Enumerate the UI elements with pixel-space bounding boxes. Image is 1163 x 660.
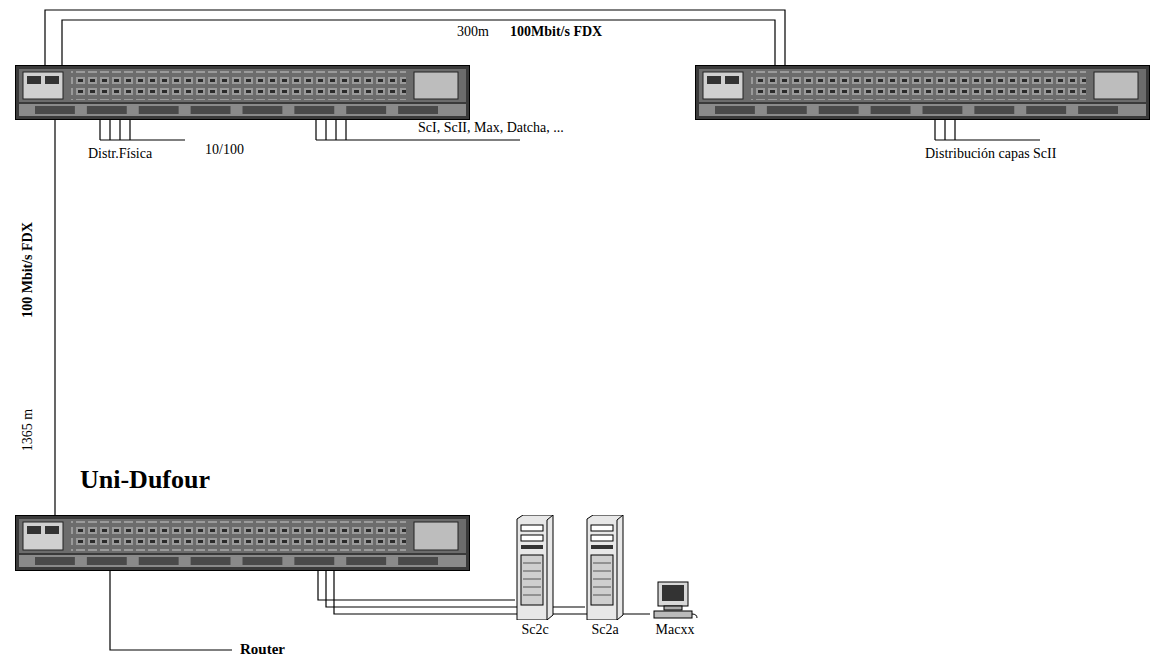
server: Sc2a (585, 515, 625, 638)
host-name: Sc2a (585, 622, 625, 638)
switch-illustration (695, 65, 1150, 120)
network-link (318, 571, 515, 600)
site-heading: Uni-Dufour (80, 465, 210, 495)
workstation: Macxx (650, 580, 700, 638)
server: Sc2c (515, 515, 555, 638)
router-wire (110, 571, 232, 650)
annotation-label: 100Mbit/s FDX (510, 24, 602, 40)
network-switch: Uni-Dufour (15, 515, 470, 571)
network-switch (695, 65, 1150, 120)
computer-illustration (650, 580, 700, 620)
host-name: Macxx (650, 622, 700, 638)
server-illustration (515, 515, 555, 620)
network-link (45, 10, 785, 65)
drop-wires (935, 120, 1040, 140)
network-switch (15, 65, 470, 120)
link-distance: 300m (455, 24, 491, 40)
annotation-label: Router (240, 641, 285, 657)
drop-wires (100, 120, 185, 140)
network-link (54, 120, 55, 515)
link-distance: 1365 m (20, 407, 36, 453)
switch-illustration (15, 515, 470, 571)
annotation-label: 10/100 (205, 142, 244, 158)
annotation-label: Distribución capas ScII (925, 146, 1056, 162)
annotation-label: Distr.Física (88, 146, 152, 162)
annotation-label: 100 Mbit/s FDX (20, 222, 36, 318)
annotation-label: ScI, ScII, Max, Datcha, ... (418, 120, 564, 136)
server-illustration (585, 515, 625, 620)
switch-illustration (15, 65, 470, 120)
host-name: Sc2c (515, 622, 555, 638)
uplink-second-wire (62, 20, 775, 65)
